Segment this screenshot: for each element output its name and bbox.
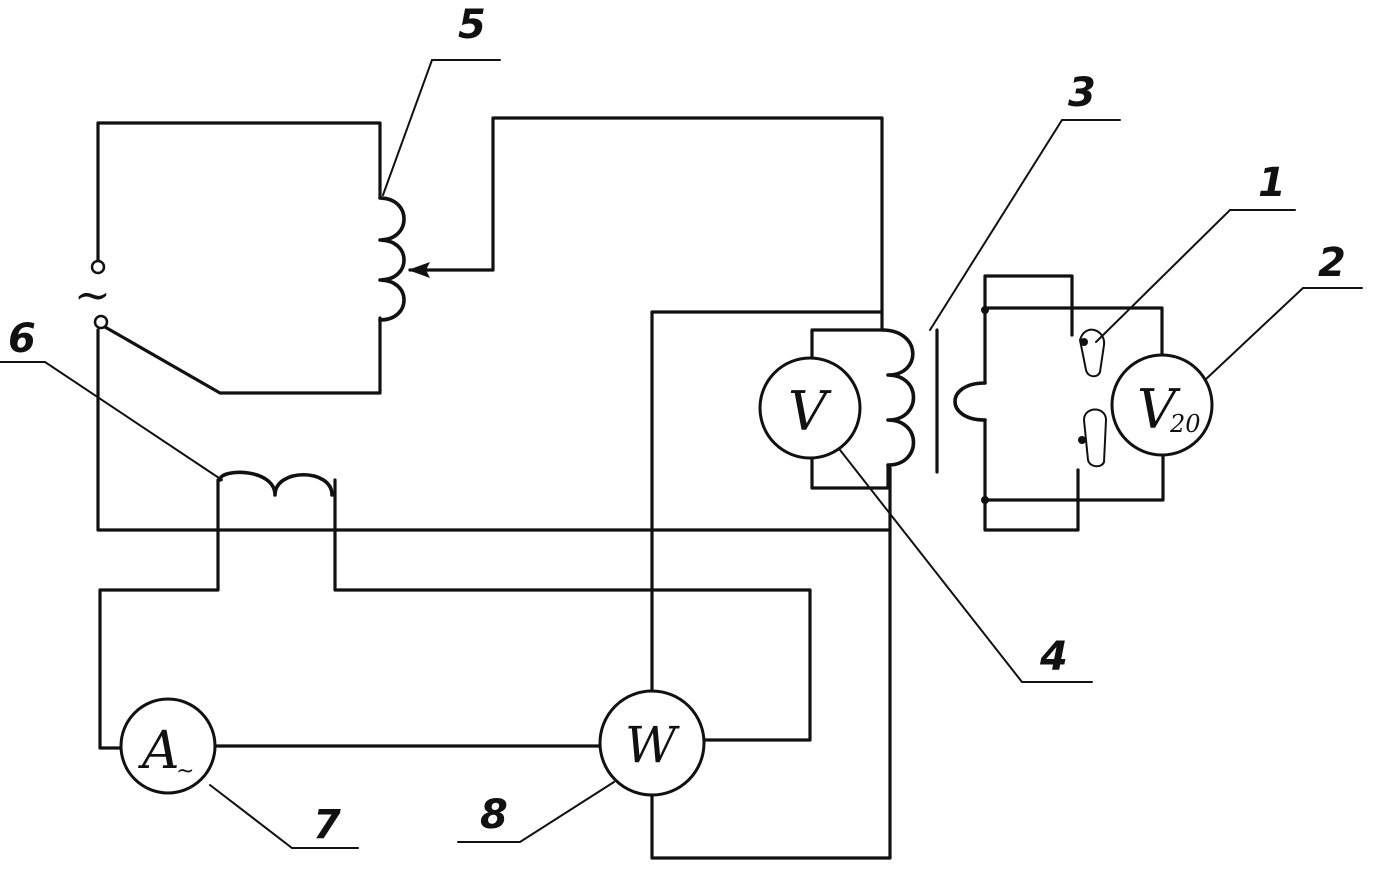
- spark-gap-electrodes: [1078, 328, 1108, 468]
- secondary-voltmeter-sub-label: 20: [1169, 410, 1201, 438]
- slider-arrow-icon: [408, 262, 430, 278]
- junction-dot: [981, 496, 989, 504]
- wattmeter-label: W: [625, 716, 680, 774]
- primary-voltmeter-wiring: [810, 328, 890, 490]
- transformer-secondary-coil: [953, 381, 987, 422]
- ac-source-terminals: [90, 259, 109, 330]
- callout-1: 1: [1258, 160, 1286, 206]
- callout-4: 4: [1039, 634, 1068, 680]
- current-transformer-coil: [98, 470, 812, 750]
- secondary-voltmeter-label: V: [1137, 378, 1181, 441]
- callout-6: 6: [8, 316, 36, 362]
- primary-voltmeter: [758, 356, 862, 460]
- secondary-wiring: [983, 274, 1165, 532]
- junction-dot: [981, 306, 989, 314]
- ammeter-sub-label: ~: [176, 759, 194, 784]
- callout-8: 8: [480, 792, 508, 838]
- callout-leaders: [0, 59, 1363, 849]
- ammeter-label: A: [138, 721, 180, 781]
- callout-5: 5: [458, 2, 486, 48]
- wattmeter-voltage-wiring: [650, 310, 892, 860]
- source-wiring: [96, 116, 890, 532]
- callout-7: 7: [313, 802, 341, 848]
- ac-source-symbol: ~: [74, 270, 111, 321]
- callout-3: 3: [1068, 70, 1096, 116]
- transformer-primary-coil: [880, 328, 916, 467]
- secondary-voltmeter: [1110, 353, 1214, 457]
- autotransformer-coil: [378, 196, 406, 322]
- primary-voltmeter-label: V: [788, 380, 832, 443]
- callout-2: 2: [1318, 240, 1346, 286]
